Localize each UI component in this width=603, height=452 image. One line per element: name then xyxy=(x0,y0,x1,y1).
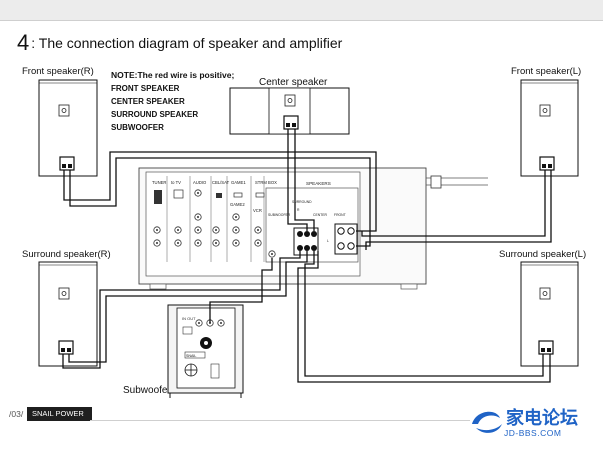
label-front-speaker-l: Front speaker(L) xyxy=(511,66,582,77)
footer-page-number: /03/ xyxy=(9,409,24,419)
note-item: CENTER SPEAKER xyxy=(111,97,185,106)
note-item: FRONT SPEAKER xyxy=(111,84,180,93)
label-front-speaker-r: Front speaker(R) xyxy=(22,66,94,77)
speaker-wires xyxy=(62,129,552,383)
svg-text:IN OUT: IN OUT xyxy=(182,316,196,321)
footer-rule xyxy=(90,420,470,421)
input-label: VCR xyxy=(253,208,262,213)
surround-speaker-r xyxy=(38,261,98,367)
input-label: GAME2 xyxy=(230,202,245,207)
front-speaker-r xyxy=(38,79,98,177)
title-text: : The connection diagram of speaker and … xyxy=(31,35,343,51)
note-item: SURROUND SPEAKER xyxy=(111,110,199,119)
title-number: 4 xyxy=(17,30,30,55)
input-label: CBL/SAT xyxy=(212,180,230,185)
terminal-mark: L xyxy=(327,239,329,243)
receiver: TUNER to TV AUDIO CBL/SAT GAME1 STRM BOX… xyxy=(138,167,488,290)
terminal-label: CENTER xyxy=(313,213,327,217)
note-block: NOTE:The red wire is positive; FRONT SPE… xyxy=(111,69,234,134)
watermark-logo-icon xyxy=(472,411,502,433)
input-label: to TV xyxy=(171,180,181,185)
label-surround-speaker-r: Surround speaker(R) xyxy=(22,249,111,260)
watermark: 家电论坛 JD-BBS.COM xyxy=(466,402,586,444)
note-item: SUBWOOFER xyxy=(111,123,164,132)
subwoofer-tag: SNAIL xyxy=(186,354,196,358)
terminal-label: SURROUND xyxy=(292,200,312,204)
subwoofer: IN OUT SNAIL xyxy=(167,304,244,398)
terminal-label: FRONT xyxy=(334,213,346,217)
footer-brand: SNAIL POWER xyxy=(27,407,92,421)
label-subwoofer: Subwoofer xyxy=(123,385,171,396)
input-label: TUNER xyxy=(152,180,166,185)
center-speaker xyxy=(229,87,350,135)
surround-speaker-l xyxy=(520,261,579,367)
note-heading: NOTE:The red wire is positive; xyxy=(111,70,235,80)
label-center-speaker: Center speaker xyxy=(259,77,328,88)
page-title: 4: The connection diagram of speaker and… xyxy=(17,30,343,55)
label-surround-speaker-l: Surround speaker(L) xyxy=(499,249,587,260)
input-label: GAME1 xyxy=(231,180,246,185)
terminal-mark: R xyxy=(297,208,300,212)
watermark-url: JD-BBS.COM xyxy=(504,428,562,438)
input-label: STRM BOX xyxy=(255,180,277,185)
front-speaker-l xyxy=(520,79,579,177)
speakers-title: SPEAKERS xyxy=(306,181,331,186)
terminal-label: SUBWOOFER xyxy=(268,213,291,217)
top-bar xyxy=(0,0,603,21)
input-label: AUDIO xyxy=(193,180,207,185)
watermark-cn: 家电论坛 xyxy=(506,408,578,428)
